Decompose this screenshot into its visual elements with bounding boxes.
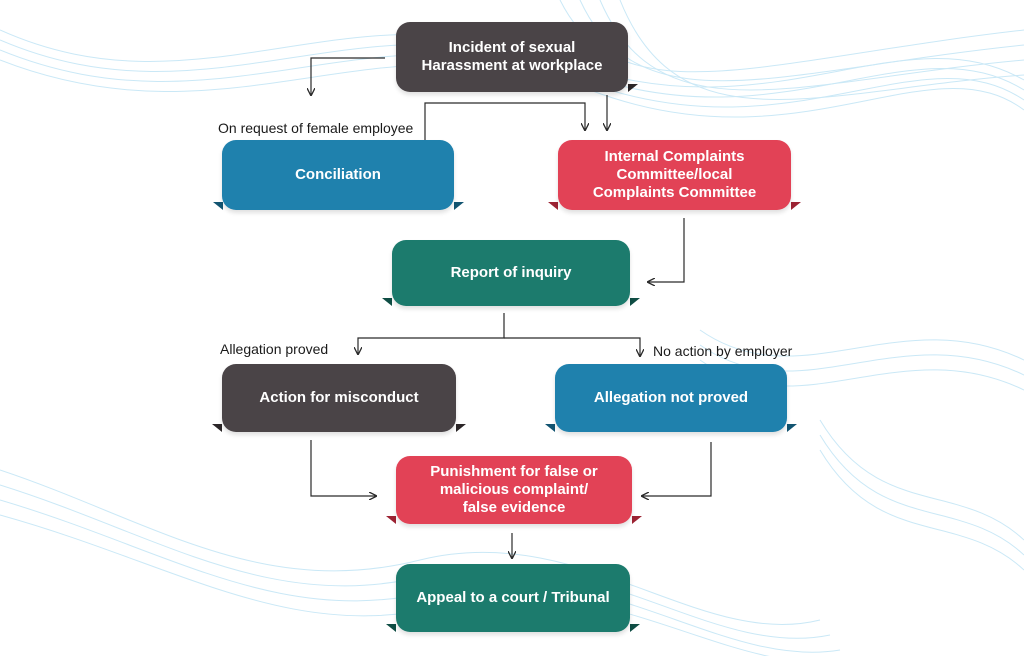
- conciliation-text: Conciliation: [295, 166, 381, 183]
- label-female-request: On request of female employee: [218, 120, 414, 136]
- fold-icc-right: [791, 202, 801, 210]
- conciliation-node: Conciliation: [222, 140, 454, 210]
- incident-text: Incident of sexual Harassment at workpla…: [421, 39, 603, 74]
- fold-punishment-right: [632, 516, 642, 524]
- arrow-misconduct-to-punishment: [310, 440, 376, 496]
- punishment-text: Punishment for false or malicious compla…: [430, 463, 598, 516]
- fold-appeal-right: [630, 624, 640, 632]
- punishment-node: Punishment for false or malicious compla…: [396, 456, 632, 524]
- fold-not-proved-right: [787, 424, 797, 432]
- arrow-incident-to-conciliation: [311, 57, 385, 95]
- icc-text: Internal Complaints Committee/local Comp…: [592, 148, 757, 201]
- label-allegation-proved: Allegation proved: [220, 341, 329, 357]
- fold-appeal-left: [386, 624, 396, 632]
- arrow-not-proved-to-punishment: [642, 442, 712, 496]
- report-text: Report of inquiry: [450, 264, 572, 281]
- fold-report-right: [630, 298, 640, 306]
- arrow-icc-to-report: [648, 218, 685, 282]
- fold-conciliation-left: [213, 202, 223, 210]
- report-node: Report of inquiry: [392, 240, 630, 306]
- fold-report-left: [382, 298, 392, 306]
- label-no-action: No action by employer: [653, 343, 793, 359]
- arrow-report-to-not-proved: [504, 337, 640, 356]
- fold-misconduct-right: [456, 424, 466, 432]
- arrow-report-split: [358, 313, 505, 354]
- arrow-conciliation-to-icc: [424, 102, 585, 148]
- not-proved-node: Allegation not proved: [555, 364, 787, 432]
- appeal-node: Appeal to a court / Tribunal: [396, 564, 630, 632]
- fold-icc-left: [548, 202, 558, 210]
- fold-not-proved-left: [545, 424, 555, 432]
- fold-punishment-left: [386, 516, 396, 524]
- fold-conciliation-right: [454, 202, 464, 210]
- icc-node: Internal Complaints Committee/local Comp…: [558, 140, 791, 210]
- appeal-text: Appeal to a court / Tribunal: [416, 589, 610, 606]
- misconduct-text: Action for misconduct: [259, 389, 419, 406]
- incident-node: Incident of sexual Harassment at workpla…: [396, 22, 628, 92]
- misconduct-node: Action for misconduct: [222, 364, 456, 432]
- fold-misconduct-left: [212, 424, 222, 432]
- fold-incident: [628, 84, 638, 92]
- not-proved-text: Allegation not proved: [593, 389, 749, 406]
